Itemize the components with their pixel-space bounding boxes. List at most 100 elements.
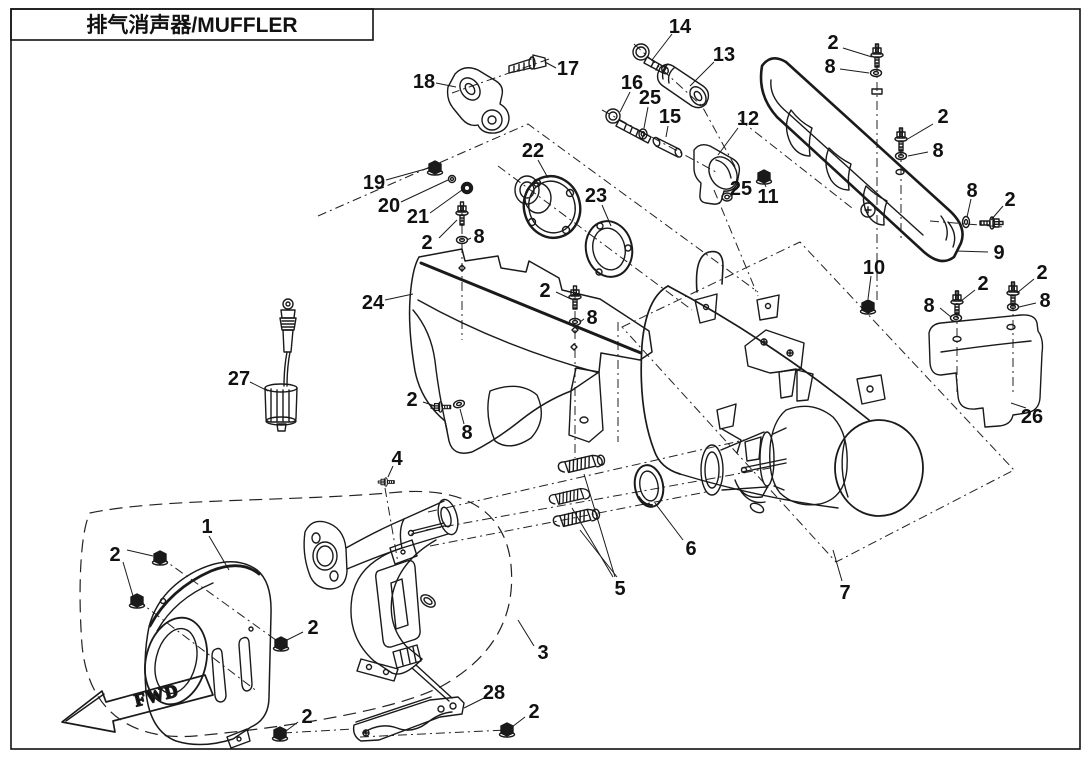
callout-label-28-44: 28 xyxy=(483,682,505,704)
leader-line-2 xyxy=(285,721,299,732)
part-10-nut xyxy=(859,299,877,315)
callout-label-2-45: 2 xyxy=(528,701,539,723)
leader-line-7 xyxy=(832,549,843,582)
callout-label-2-42: 2 xyxy=(307,617,318,639)
part-25-washer-upper xyxy=(638,128,648,140)
callout-label-8-30: 8 xyxy=(923,295,934,317)
leader-line-8 xyxy=(939,307,952,318)
leader-line-21 xyxy=(429,189,463,214)
page-title: 排气消声器/MUFFLER xyxy=(86,13,297,37)
leader-line-8 xyxy=(966,198,972,218)
callout-label-2-25: 2 xyxy=(539,280,550,302)
part-17-bolt xyxy=(508,54,547,74)
leader-line-4 xyxy=(387,465,394,478)
part-7-muffler-body xyxy=(640,250,924,517)
callout-label-26-35: 26 xyxy=(1021,406,1043,428)
callout-label-8-31: 8 xyxy=(1039,290,1050,312)
leader-line-2 xyxy=(286,631,304,641)
leader-line-5 xyxy=(579,529,618,578)
part-11-flange-nut xyxy=(755,169,773,185)
header-group-outline xyxy=(79,490,513,738)
leader-line-1 xyxy=(208,535,230,571)
part-24-heat-shield xyxy=(408,248,653,454)
leader-line-5 xyxy=(583,473,616,578)
leader-line-15 xyxy=(665,125,669,138)
part-18-rubber-mount xyxy=(446,67,510,134)
callout-label-13-1: 13 xyxy=(713,44,735,66)
leader-line-5 xyxy=(571,507,614,578)
callout-label-2-41: 2 xyxy=(109,544,120,566)
leader-line-2 xyxy=(1016,278,1035,294)
callout-label-20-13: 20 xyxy=(378,195,400,217)
leader-line-8 xyxy=(1018,302,1037,308)
part-22-flange xyxy=(514,174,582,240)
washer-8-fasteners xyxy=(452,68,1020,410)
callout-label-11-18: 11 xyxy=(757,186,778,208)
muffler-group-box xyxy=(621,241,1015,563)
part-28-bracket xyxy=(352,696,465,742)
leader-line-27 xyxy=(249,381,269,392)
callout-label-27-32: 27 xyxy=(228,368,250,390)
callout-label-2-22: 2 xyxy=(1004,189,1015,211)
part-23-gasket xyxy=(584,220,634,278)
leader-line-2 xyxy=(511,716,526,728)
callout-label-6-37: 6 xyxy=(685,538,696,560)
leader-line-9 xyxy=(955,250,989,253)
callout-label-17-2: 17 xyxy=(557,58,579,80)
callout-label-16-4: 16 xyxy=(621,72,643,94)
callout-label-18-3: 18 xyxy=(413,71,435,93)
leader-line-6 xyxy=(654,502,684,541)
leader-line-2 xyxy=(842,47,873,58)
leader-line-28 xyxy=(463,697,485,709)
callout-label-22-15: 22 xyxy=(522,140,544,162)
part-13-bushing xyxy=(656,63,710,109)
muffler-top-brackets xyxy=(694,293,886,462)
leader-line-25 xyxy=(728,193,735,198)
leader-line-16 xyxy=(619,91,631,113)
leader-line-10 xyxy=(867,275,872,300)
diagram-border xyxy=(10,8,1081,750)
callout-label-2-29: 2 xyxy=(1036,262,1047,284)
callout-label-2-33: 2 xyxy=(406,389,417,411)
callout-label-19-12: 19 xyxy=(363,172,385,194)
part-3-exhaust-pipe xyxy=(303,498,459,702)
leader-line-25 xyxy=(643,106,649,129)
callout-label-14-0: 14 xyxy=(669,16,692,38)
callout-label-25-5: 25 xyxy=(639,87,661,109)
muffler-hook-bracket xyxy=(695,250,724,293)
leader-line-22 xyxy=(537,159,549,179)
part-20-washer xyxy=(447,174,457,184)
callout-label-5-38: 5 xyxy=(614,578,625,600)
leader-line-8 xyxy=(907,151,929,157)
leader-line-2 xyxy=(905,123,934,141)
callout-label-3-43: 3 xyxy=(537,642,548,664)
callout-label-12-7: 12 xyxy=(737,108,759,130)
part-1-heat-shield xyxy=(144,561,272,749)
part-19-nut xyxy=(426,160,444,176)
callout-label-8-20: 8 xyxy=(473,226,484,248)
callout-label-8-26: 8 xyxy=(586,307,597,329)
leader-line-2 xyxy=(960,289,976,302)
part-16-bolt xyxy=(605,108,652,144)
leader-line-14 xyxy=(651,33,673,61)
leader-line-2 xyxy=(555,291,572,300)
leader-line-12 xyxy=(717,127,739,156)
muffler-inlet xyxy=(700,427,787,514)
leader-line-26 xyxy=(1010,402,1027,409)
callout-label-1-40: 1 xyxy=(201,516,212,538)
callout-label-4-36: 4 xyxy=(391,448,403,470)
callout-label-8-11: 8 xyxy=(932,140,943,162)
callout-label-21-14: 21 xyxy=(407,206,429,228)
leader-line-2 xyxy=(422,401,436,407)
leader-line-2 xyxy=(126,549,154,557)
callout-label-8-21: 8 xyxy=(966,180,977,202)
callout-label-2-46: 2 xyxy=(301,706,312,728)
callout-label-10-24: 10 xyxy=(863,257,885,279)
title-box xyxy=(10,8,374,41)
part-27-oxygen-sensor xyxy=(264,298,298,432)
leader-line-2 xyxy=(990,205,1004,221)
callout-label-8-34: 8 xyxy=(461,422,472,444)
bolt-2-fasteners xyxy=(128,43,1020,742)
